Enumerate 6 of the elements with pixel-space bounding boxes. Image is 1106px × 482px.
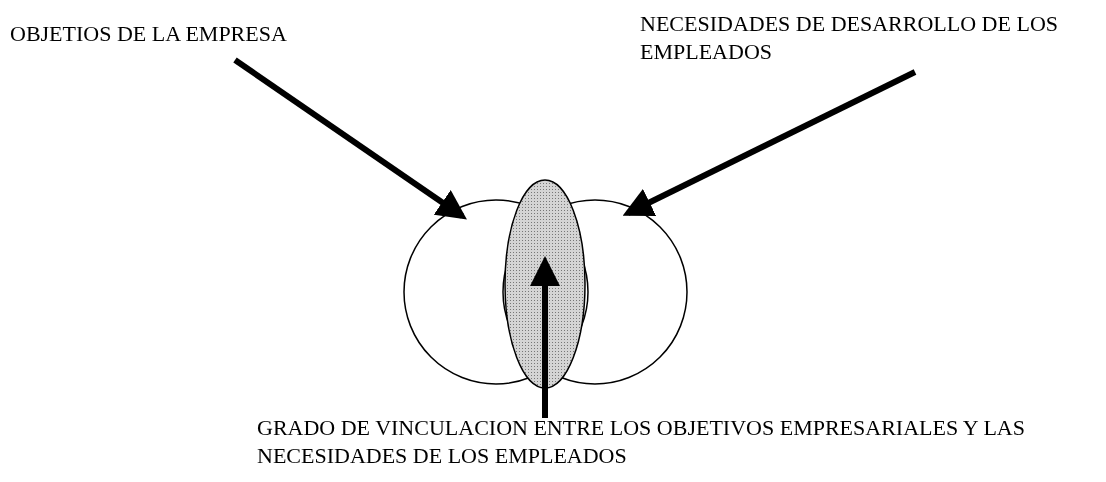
intersection-ellipse	[504, 179, 586, 389]
callout-text: GRADO DE VINCULACION ENTRE LOS OBJETIVOS EMPRESARIALES Y LAS NECESIDADES DE LOS EMPLEADOS	[257, 414, 1097, 470]
leader-arrow	[622, 69, 917, 216]
callout-text: NECESIDADES DE DESARROLLO DE LOS EMPLEADOS	[640, 10, 1106, 66]
callout-text: OBJETIOS DE LA EMPRESA	[10, 20, 410, 48]
leader-arrow	[233, 57, 467, 220]
